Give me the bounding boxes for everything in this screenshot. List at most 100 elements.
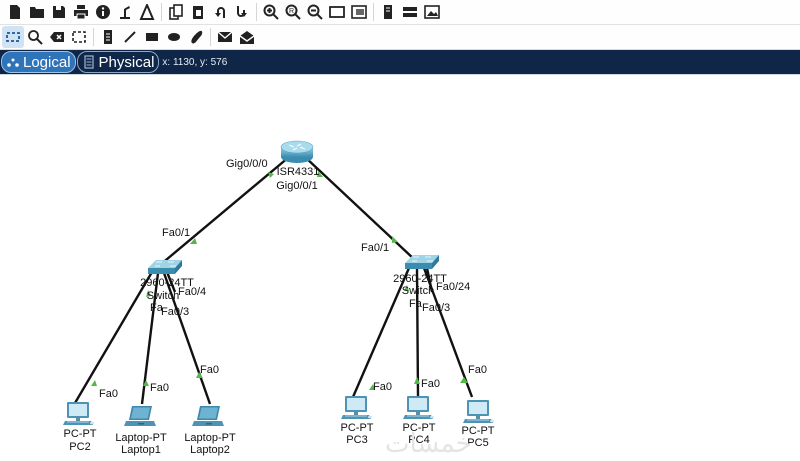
pc3-port-label: Fa0 [373,381,392,393]
svg-text:R: R [289,8,294,15]
switch-left-model-label: 2960-24TT [140,277,194,289]
zoom-reset-icon[interactable]: R [282,1,304,23]
link-switch-left-extra [165,271,177,293]
paste-icon[interactable] [187,1,209,23]
pc4-name-label: PC4 [408,434,429,446]
rectangle-icon[interactable] [141,26,163,48]
laptop2-icon[interactable] [192,406,224,426]
print-icon[interactable] [70,1,92,23]
activity-wizard-icon[interactable] [114,1,136,23]
link-up-indicator [414,377,420,384]
router-model-label: ISR4331 [277,166,320,178]
cluster-icon[interactable] [399,1,421,23]
zoom-in-icon[interactable] [260,1,282,23]
pc3-icon[interactable] [340,395,373,420]
pc2-port-label: Fa0 [99,388,118,400]
link-switch-left-laptop2 [162,272,212,405]
tab-physical-label: Physical [98,53,155,71]
link-up-indicator [91,380,97,386]
toolbar-separator [161,3,162,21]
router-port-right-label: Gig0/0/1 [276,180,318,192]
pc5-icon[interactable] [462,399,495,424]
toolbar-separator [256,3,257,21]
laptop1-name-label: Laptop1 [121,444,161,456]
laptop2-name-label: Laptop2 [190,444,230,456]
undo-icon[interactable] [209,1,231,23]
line-icon[interactable] [119,26,141,48]
palette-icon[interactable] [348,1,370,23]
link-up-indicator [196,372,203,378]
link-switch-left-laptop1 [140,272,160,405]
watermark-text: خمسات [385,429,472,459]
pc5-name-label: PC5 [467,437,488,449]
laptop1-port-label: Fa0 [150,382,169,394]
laptop1-type-label: Laptop-PT [115,432,167,444]
note-icon[interactable] [97,26,119,48]
zoom-out-icon[interactable] [304,1,326,23]
link-up-indicator [317,171,323,177]
router-port-left-label: Gig0/0/0 [226,158,268,170]
tab-logical[interactable]: Logical [1,51,76,73]
link-up-indicator [460,377,468,383]
inspect-icon[interactable] [24,26,46,48]
pc3-type-label: PC-PT [341,422,374,434]
select-icon[interactable] [2,26,24,48]
switch-left-icon[interactable] [148,260,182,274]
window-icon[interactable] [326,1,348,23]
info-icon[interactable] [92,1,114,23]
save-icon[interactable] [48,1,70,23]
pc2-name-label: PC2 [69,441,90,453]
switch-right-name-label: Switch [402,285,434,297]
simple-pdu-icon[interactable] [214,26,236,48]
router-icon[interactable] [280,140,314,163]
pc3-name-label: PC3 [346,434,367,446]
image-icon[interactable] [421,1,443,23]
tab-logical-label: Logical [23,53,71,71]
link-up-indicator [146,290,151,297]
freeform-icon[interactable] [185,26,207,48]
laptop1-icon[interactable] [124,406,156,426]
pc4-port-label: Fa0 [421,378,440,390]
switch-left-uplink-label: Fa0/1 [162,227,190,239]
redo-icon[interactable] [231,1,253,23]
pdu-icon[interactable] [136,1,158,23]
delete-icon[interactable] [46,26,68,48]
link-switch-left-pc2 [73,271,154,404]
open-folder-icon[interactable] [26,1,48,23]
cursor-coordinates: x: 1130, y: 576 [162,56,228,68]
switch-left-port-b-label: Fa0/3 [161,306,189,318]
switch-left-name-label: Switch [147,290,179,302]
switch-right-port-c-label: Fa [409,298,423,310]
link-up-indicator [392,236,398,243]
link-router-switch-left [159,156,290,266]
new-file-icon[interactable] [4,1,26,23]
physical-icon [82,55,96,69]
pc2-icon[interactable] [62,401,95,426]
logical-workspace-canvas[interactable] [0,74,800,461]
switch-right-uplink-label: Fa0/1 [361,242,389,254]
tab-physical[interactable]: Physical [76,51,160,73]
toolbar-separator [210,28,211,46]
switch-right-port-a-label: Fa0/24 [436,281,470,293]
link-up-indicator [369,384,375,390]
pc4-type-label: PC-PT [403,422,436,434]
link-up-indicator [268,172,274,178]
laptop2-type-label: Laptop-PT [184,432,236,444]
pc4-icon[interactable] [402,395,435,420]
ellipse-icon[interactable] [163,26,185,48]
toolbar-separator [93,28,94,46]
switch-left-port-c-label: Fa [150,302,164,314]
copy-icon[interactable] [165,1,187,23]
complex-pdu-icon[interactable] [236,26,258,48]
link-up-indicator [143,380,149,386]
switch-right-icon[interactable] [405,255,439,269]
laptop2-port-label: Fa0 [200,364,219,376]
custom-device-icon[interactable] [377,1,399,23]
link-up-indicator [190,238,197,244]
pc2-type-label: PC-PT [64,428,97,440]
link-switch-right-extra [425,267,434,293]
main-toolbar: R [0,0,800,25]
resize-icon[interactable] [68,26,90,48]
logical-icon [6,55,20,69]
